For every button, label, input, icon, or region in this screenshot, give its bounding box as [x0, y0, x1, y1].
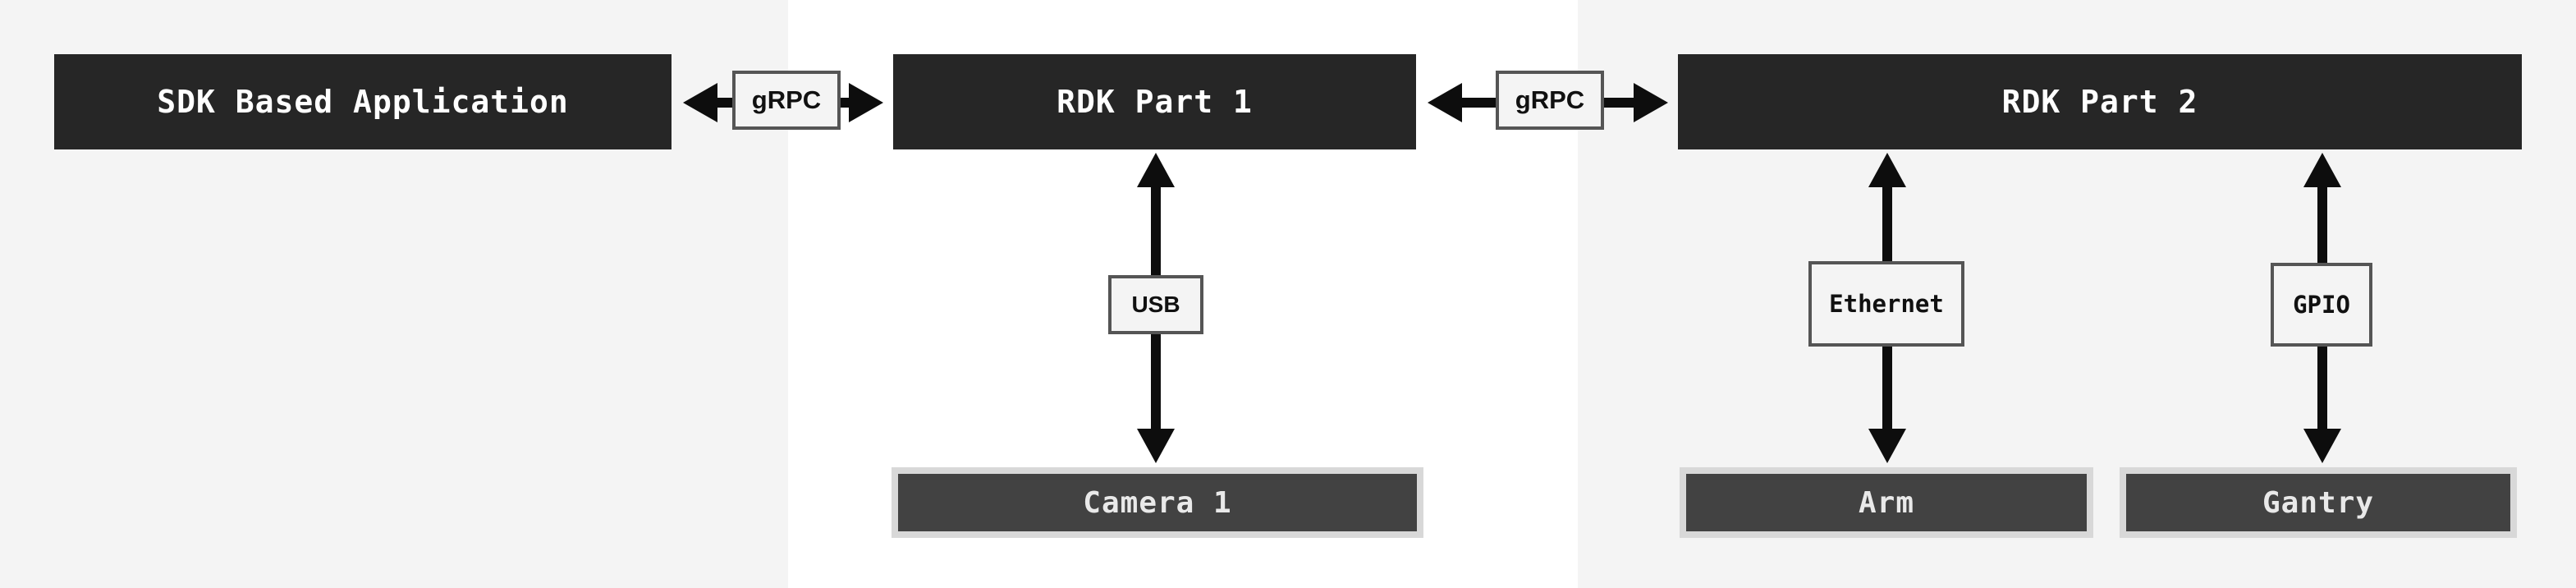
gantry-node: Gantry	[2120, 467, 2517, 538]
usb-connector-label: USB	[1108, 275, 1203, 334]
grpc-connector-label-left: gRPC	[732, 71, 841, 130]
rdk-part-2-node: RDK Part 2	[1678, 54, 2522, 149]
grpc-left-text: gRPC	[751, 85, 822, 114]
usb-text: USB	[1131, 292, 1180, 317]
sdk-based-application-node: SDK Based Application	[54, 54, 672, 149]
arm-label: Arm	[1858, 485, 1915, 520]
gantry-label: Gantry	[2262, 485, 2375, 520]
grpc-right-text: gRPC	[1515, 85, 1585, 114]
usb-arrow	[1137, 153, 1175, 463]
arm-node: Arm	[1680, 467, 2093, 538]
ethernet-connector-label: Ethernet	[1808, 261, 1964, 347]
camera-1-node: Camera 1	[892, 467, 1423, 538]
sdk-based-application-label: SDK Based Application	[157, 84, 569, 120]
rdk-part-1-node: RDK Part 1	[893, 54, 1416, 149]
camera-1-label: Camera 1	[1083, 485, 1232, 520]
rdk-part-2-label: RDK Part 2	[2001, 84, 2198, 120]
gpio-connector-label: GPIO	[2271, 263, 2372, 347]
gpio-text: GPIO	[2293, 291, 2350, 319]
rdk-part-1-label: RDK Part 1	[1057, 84, 1253, 120]
grpc-connector-label-right: gRPC	[1496, 71, 1604, 130]
ethernet-text: Ethernet	[1829, 290, 1944, 318]
